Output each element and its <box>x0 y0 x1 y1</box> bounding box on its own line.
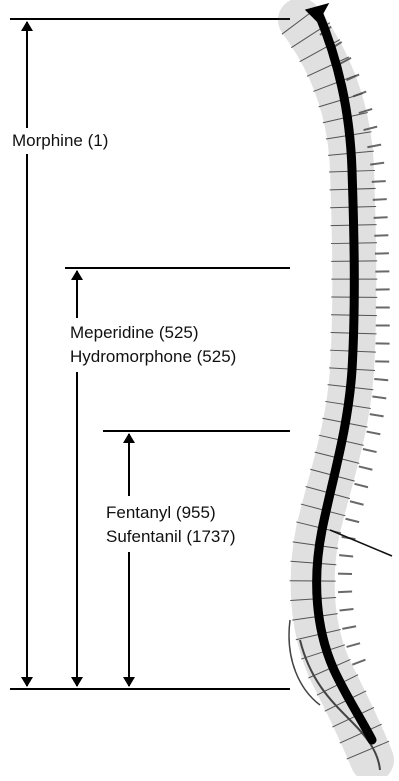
meperidine-label: Meperidine (525) <box>70 322 199 344</box>
spine-illustration <box>289 4 392 770</box>
fentanyl-label: Fentanyl (955) <box>106 502 216 524</box>
morphine-label: Morphine (1) <box>12 130 108 152</box>
sufentanil-label: Sufentanil (1737) <box>106 526 235 548</box>
hydromorphone-label: Hydromorphone (525) <box>70 346 236 368</box>
